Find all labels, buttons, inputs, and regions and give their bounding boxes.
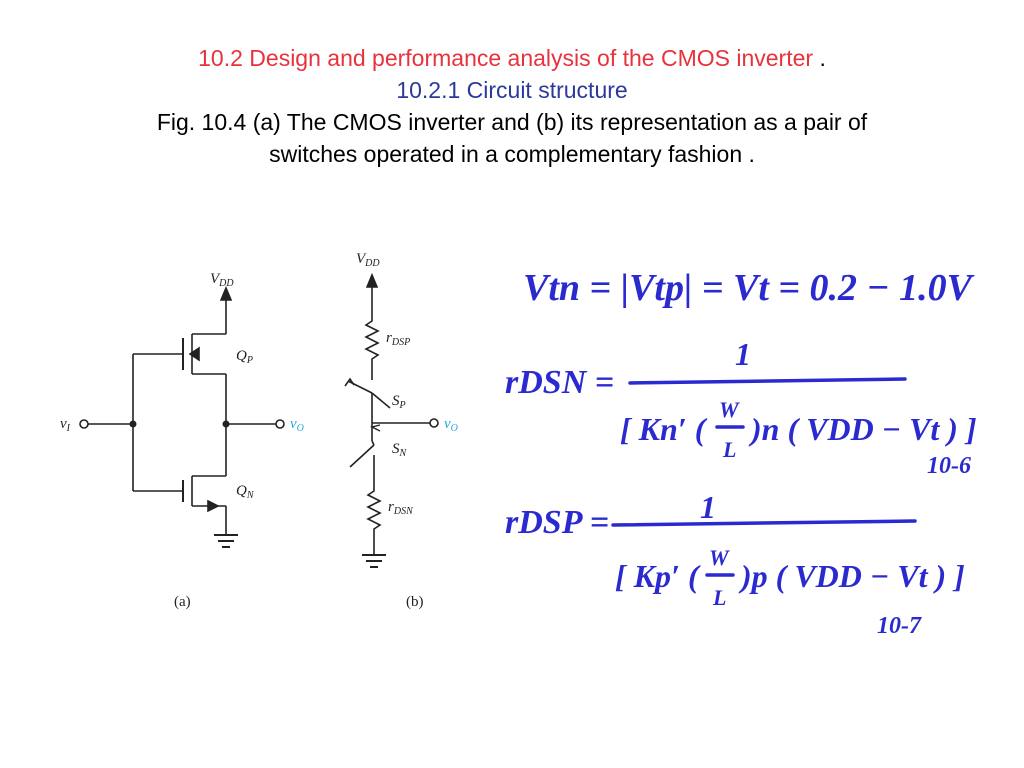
sn-label: S bbox=[392, 441, 400, 457]
equation-number-10-6: 10-6 bbox=[927, 453, 971, 479]
rdsn-fraction-bar bbox=[628, 377, 907, 385]
slide-header: 10.2 Design and performance analysis of … bbox=[0, 42, 1024, 170]
qp-label-sub: P bbox=[246, 355, 253, 366]
figure-caption-line2: switches operated in a complementary fas… bbox=[269, 141, 755, 167]
slide-subtitle: 10.2.1 Circuit structure bbox=[396, 77, 628, 103]
vdd-label-b: V bbox=[356, 251, 367, 267]
svg-text:vO: vO bbox=[290, 416, 304, 434]
vo-label: v bbox=[290, 416, 297, 432]
rdsn-l: L bbox=[722, 437, 736, 462]
svg-text:vI: vI bbox=[60, 416, 71, 434]
figure-label-a: (a) bbox=[174, 594, 191, 610]
rdsn-denominator-a: [ Kn′ ( bbox=[620, 411, 708, 447]
svg-text:SN: SN bbox=[392, 441, 408, 459]
vdd-label-sub: DD bbox=[218, 278, 234, 289]
rdsn-numerator: 1 bbox=[735, 336, 751, 372]
rdsp-resistor bbox=[364, 315, 380, 380]
vdd-label: V bbox=[210, 271, 221, 287]
vo-label-b: v bbox=[444, 416, 451, 432]
threshold-equation: Vtn = |Vtp| = Vt = 0.2 − 1.0V bbox=[523, 267, 975, 309]
handwritten-notes: Vtn = |Vtp| = Vt = 0.2 − 1.0V rDSN = 1 [… bbox=[505, 267, 977, 639]
svg-text:rDSP: rDSP bbox=[386, 330, 410, 348]
svg-text:vO: vO bbox=[444, 416, 458, 434]
svg-text:VDD: VDD bbox=[356, 251, 380, 269]
rdsp-denominator-b: )p ( VDD − Vt ) ] bbox=[738, 558, 965, 594]
vdd-arrow-icon bbox=[219, 285, 233, 301]
switch-sp bbox=[371, 392, 391, 409]
vi-label-sub: I bbox=[66, 423, 71, 434]
figure-caption-line1: Fig. 10.4 (a) The CMOS inverter and (b) … bbox=[156, 109, 868, 135]
cmos-inverter-schematic: VDD QP QN vI vO (a) bbox=[60, 271, 304, 610]
qn-label-sub: N bbox=[246, 490, 255, 501]
slide-title-dot: . bbox=[819, 45, 826, 71]
switch-model-schematic: VDD rDSP SP SN rDSN vO (b) bbox=[344, 251, 458, 610]
rdsp-l: L bbox=[712, 585, 726, 610]
vi-label: v bbox=[60, 416, 67, 432]
qn-label: Q bbox=[236, 483, 247, 499]
rdsp-w: W bbox=[709, 545, 730, 570]
rdsp-numerator: 1 bbox=[700, 489, 716, 525]
sn-label-sub: N bbox=[399, 448, 408, 459]
qp-label: Q bbox=[236, 348, 247, 364]
vo-label-sub: O bbox=[297, 423, 304, 434]
rdsn-lhs: rDSN = bbox=[505, 364, 614, 401]
sp-label-sub: P bbox=[399, 400, 406, 411]
switch-sn bbox=[349, 444, 375, 468]
equation-number-10-7: 10-7 bbox=[877, 613, 922, 639]
rdsp-fraction-bar bbox=[611, 519, 917, 527]
svg-text:SP: SP bbox=[392, 393, 406, 411]
svg-text:rDSN: rDSN bbox=[388, 499, 414, 517]
vdd-arrow-b-icon bbox=[365, 272, 379, 288]
sp-label: S bbox=[392, 393, 400, 409]
figure-label-b: (b) bbox=[406, 594, 424, 610]
slide-title-line: 10.2 Design and performance analysis of … bbox=[0, 42, 1024, 74]
rdsn-denominator-b: )n ( VDD − Vt ) ] bbox=[748, 411, 977, 447]
rdsp-lhs: rDSP = bbox=[505, 504, 609, 541]
rdsn-resistor bbox=[366, 485, 382, 555]
vo-label-b-sub: O bbox=[451, 423, 458, 434]
rdsp-denominator-a: [ Kp′ ( bbox=[615, 558, 701, 594]
rdsn-w: W bbox=[719, 397, 740, 422]
rdsn-label-sub: DSN bbox=[393, 506, 414, 517]
rdsp-label: r bbox=[386, 330, 392, 346]
svg-text:QP: QP bbox=[236, 348, 253, 366]
vdd-label-b-sub: DD bbox=[364, 258, 380, 269]
svg-text:QN: QN bbox=[236, 483, 255, 501]
rdsn-label: r bbox=[388, 499, 394, 515]
svg-text:VDD: VDD bbox=[210, 271, 234, 289]
slide-title: 10.2 Design and performance analysis of … bbox=[198, 45, 814, 71]
rdsp-label-sub: DSP bbox=[391, 337, 410, 348]
